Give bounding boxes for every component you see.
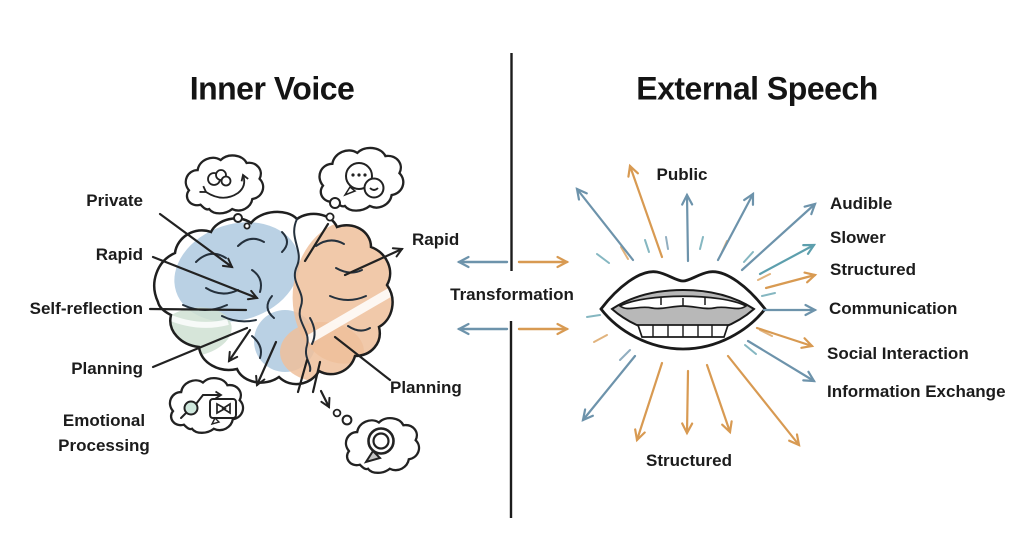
speech-arrows-teal	[758, 243, 817, 276]
clock-icon	[363, 177, 385, 199]
label-connectors	[148, 212, 404, 409]
search-icon	[367, 427, 395, 455]
arrow-slower	[758, 243, 817, 276]
rapid-right-connector	[343, 247, 404, 277]
speech-arrows-orange	[627, 163, 818, 447]
planning-connector	[151, 326, 249, 369]
arrow-up-tall	[627, 163, 664, 259]
arrow-up	[681, 192, 694, 263]
transformation-arrows-left	[456, 255, 509, 336]
divider-line	[509, 53, 513, 518]
external-speech-title: External Speech	[636, 70, 878, 107]
label-structured-bottom: Structured	[646, 451, 732, 470]
thought-bubble-search-icon	[332, 408, 421, 474]
self-reflection-connector	[148, 307, 248, 312]
microphone-handle	[180, 412, 187, 419]
rapid-connector	[151, 255, 259, 301]
label-communication: Communication	[829, 299, 958, 318]
label-self-reflection: Self-reflection	[29, 299, 143, 318]
brain-region-shading	[156, 220, 393, 382]
media-box-tail	[210, 416, 221, 426]
label-transformation: Transformation	[450, 285, 574, 304]
arrow-up-right	[716, 191, 755, 262]
upper-teeth-gaps	[660, 297, 706, 306]
thought-bubble-chat-clock-icon	[318, 146, 405, 222]
transformation-arrows-right	[517, 255, 570, 336]
highlight-stripe-left	[164, 313, 229, 328]
arrow-structured	[764, 271, 818, 290]
brain-illustration	[153, 210, 394, 394]
label-audible: Audible	[830, 194, 893, 213]
arrow-down-2	[681, 369, 694, 436]
right-lower-orange-region	[280, 322, 364, 382]
microphone-icon	[183, 400, 199, 416]
mouth-illustration	[599, 270, 767, 351]
clock-hands	[369, 187, 379, 191]
inner-voice-title: Inner Voice	[189, 70, 355, 107]
label-social-interaction: Social Interaction	[827, 344, 969, 363]
rewind-triangle	[221, 402, 231, 415]
arrow-audible	[740, 202, 817, 272]
chat-bubble-tail	[343, 185, 357, 197]
label-emotional-processing: Emotional Processing	[58, 411, 150, 455]
arrow-up-left	[575, 187, 635, 262]
brain-stem	[296, 358, 322, 394]
label-rapid: Rapid	[95, 245, 143, 264]
label-rapid-right: Rapid	[412, 230, 460, 249]
label-planning: Planning	[71, 359, 143, 378]
brain-out-arrow-2	[255, 340, 278, 387]
highlight-stripe	[305, 286, 393, 344]
label-information-exchange: Information Exchange	[827, 382, 1006, 401]
brain-gyri	[182, 218, 371, 372]
label-planning-right: Planning	[390, 378, 462, 397]
lower-teeth-gaps	[652, 325, 713, 337]
label-public: Public	[656, 165, 708, 184]
arrow-down-1	[634, 361, 664, 443]
planning-right-connector	[333, 335, 392, 382]
play-triangle	[216, 402, 227, 415]
speech-arrows-blue	[575, 187, 818, 422]
cycle-arrow	[199, 173, 249, 199]
search-bubble-arrow	[319, 389, 331, 409]
arrow-down-left	[581, 354, 637, 422]
thought-bubble-mic-media-icon	[168, 377, 245, 434]
thought-bubble-cycle-icon	[184, 154, 265, 230]
mouth-rays	[586, 236, 776, 361]
arrow-social-interaction	[755, 326, 815, 349]
arrow-down-3	[705, 363, 733, 435]
bubble2-stem-line	[303, 222, 330, 263]
label-private: Private	[86, 191, 143, 210]
brain-out-arrow-1	[227, 328, 252, 363]
arrow-down-4	[726, 354, 801, 447]
arrow-information-exchange	[746, 339, 817, 383]
mic-flag-arrow	[195, 390, 223, 405]
label-structured: Structured	[830, 260, 916, 279]
brain-outline	[153, 210, 394, 386]
label-slower: Slower	[830, 228, 886, 247]
search-bubble-tail	[363, 449, 382, 464]
private-connector	[158, 212, 234, 269]
